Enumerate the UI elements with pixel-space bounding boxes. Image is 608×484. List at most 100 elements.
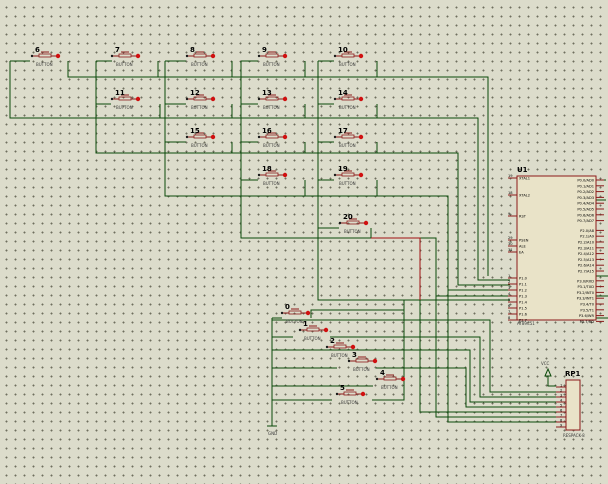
mcu-pin-label: P2.2/A10 — [578, 241, 595, 245]
button-sublabel: BUTTON — [339, 105, 356, 110]
button-contact — [341, 172, 355, 177]
rpack-pin-number: 1 — [560, 384, 562, 388]
button-sublabel: BUTTON — [341, 400, 358, 405]
button-contact — [265, 172, 279, 177]
button-label: 16 — [262, 127, 272, 135]
button-sublabel: BUTTON — [331, 353, 348, 358]
mcu-pin-number: 3 — [508, 286, 510, 290]
button-sublabel: BUTTON — [263, 62, 280, 67]
button-label: 0 — [285, 303, 290, 311]
button-label: 3 — [352, 351, 357, 359]
mcu-pin-number: 8 — [508, 316, 511, 320]
mcu-right-pins: P0.0/AD0P0.1/AD1P0.2/AD2P0.3/AD3P0.4/AD4… — [577, 179, 604, 324]
mcu-pin-number: 7 — [508, 310, 510, 314]
button-sublabel: BUTTON — [381, 385, 398, 390]
button-contact — [383, 376, 397, 381]
rpack-pin-number: 6 — [560, 409, 563, 413]
button-red-dot — [210, 96, 216, 102]
mcu-pin-number: 2 — [508, 280, 510, 284]
button-terminal-dot — [333, 135, 337, 139]
mcu-pin-label: XTAL2 — [519, 194, 530, 198]
button-label: 11 — [115, 89, 125, 97]
mcu-pin-label: P1.3 — [519, 295, 527, 299]
button-red-dot — [358, 53, 364, 59]
button-sublabel: BUTTON — [191, 105, 208, 110]
button-label: 2 — [330, 337, 335, 345]
mcu-pin-label: P2.7/A15 — [578, 270, 594, 274]
mcu-pin-label: P1.0 — [519, 277, 528, 281]
button-red-dot — [210, 53, 216, 59]
button-terminal-dot — [257, 135, 261, 139]
button-terminal-dot — [30, 54, 34, 58]
button-sublabel: BUTTON — [191, 143, 208, 148]
rpack-pin-number: 5 — [560, 404, 562, 408]
microcontroller-u1[interactable]: U1 AT89C51 19XTAL118XTAL29RST29PSEN30ALE… — [508, 166, 604, 326]
button-contact — [341, 96, 355, 101]
rpack-part: RESPACK-8 — [563, 433, 585, 438]
button-terminal-dot — [185, 97, 189, 101]
button-terminal-dot — [298, 328, 302, 332]
mcu-part: AT89C51 — [517, 321, 535, 326]
button-red-dot — [282, 172, 288, 178]
mcu-pin-label: P3.7/RD — [580, 320, 595, 324]
button-red-dot — [282, 96, 288, 102]
mcu-pin-number: 5 — [508, 298, 510, 302]
button-label: 7 — [115, 46, 120, 54]
mcu-pin-label: P3.0/RXD — [577, 279, 594, 283]
button-sublabel: BUTTON — [353, 367, 370, 372]
button-label: 6 — [35, 46, 40, 54]
vcc-label: VCC — [541, 361, 550, 366]
mcu-pin-label: P0.2/AD2 — [577, 190, 594, 194]
mcu-body — [516, 175, 597, 321]
button-terminal-dot — [325, 345, 329, 349]
mcu-left-pins: 19XTAL118XTAL29RST29PSEN30ALE31EA1P1.02P… — [508, 174, 530, 323]
button-red-dot — [323, 327, 329, 333]
button-contact — [306, 327, 320, 332]
rpack-body — [565, 379, 581, 431]
mcu-pin-label: RST — [519, 215, 527, 219]
mcu-pin-label: ALE — [519, 245, 526, 249]
button-terminal-dot — [110, 54, 114, 58]
mcu-ref: U1 — [517, 166, 528, 174]
button-contact — [193, 134, 207, 139]
button-terminal-dot — [257, 97, 261, 101]
button-label: 10 — [338, 46, 348, 54]
mcu-pin-number: 30 — [508, 242, 513, 246]
mcu-pin-label: P2.6/A14 — [578, 264, 595, 268]
button-terminal-dot — [338, 221, 342, 225]
mcu-pin-label: P3.2/INT0 — [577, 291, 595, 295]
button-red-dot — [360, 391, 366, 397]
mcu-pin-number: 31 — [508, 248, 513, 252]
mcu-pin-label: P2.1/A9 — [580, 235, 595, 239]
mcu-pin-label: P0.4/AD4 — [577, 202, 594, 206]
button-contact — [193, 53, 207, 58]
button-red-dot — [350, 344, 356, 350]
button-label: 1 — [303, 320, 308, 328]
button-group: 6BUTTON7BUTTON8BUTTON9BUTTON10BUTTON11BU… — [30, 46, 406, 405]
button-red-dot — [135, 53, 141, 59]
mcu-pin-label: P1.7 — [519, 319, 527, 323]
